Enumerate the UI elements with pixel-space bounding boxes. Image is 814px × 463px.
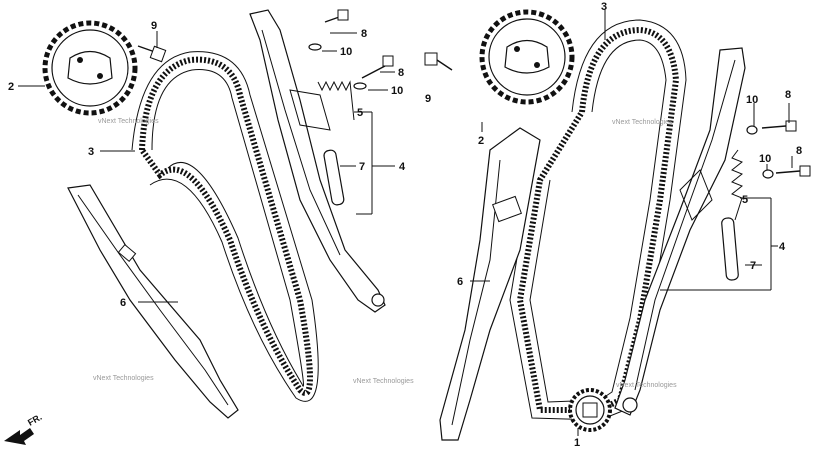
right-chain-guide	[439, 127, 541, 441]
watermark-1: vNext Technologies	[98, 118, 159, 125]
right-bolt-8-upper	[761, 120, 797, 132]
right-washer-10-upper	[746, 125, 758, 135]
label-5-left: 5	[357, 107, 363, 119]
right-crank-sprocket	[568, 388, 612, 432]
label-7-left: 7	[359, 161, 365, 173]
watermark-3: vNext Technologies	[353, 378, 414, 385]
right-bolt-9	[424, 52, 453, 71]
watermark-4: vNext Technologies	[612, 119, 673, 126]
label-6-left: 6	[120, 297, 126, 309]
label-10-left-upper: 10	[340, 46, 352, 58]
label-8-left-upper: 8	[361, 28, 367, 40]
front-marker: FR.	[26, 412, 44, 428]
label-9-right: 9	[425, 93, 431, 105]
label-2-left: 2	[8, 81, 14, 93]
label-4-left: 4	[399, 161, 406, 173]
front-arrow-icon	[4, 428, 34, 445]
label-8-right-upper: 8	[785, 89, 791, 101]
watermark-5: vNext Technologies	[616, 382, 677, 389]
right-cam-sprocket	[479, 9, 575, 105]
label-9-left: 9	[151, 20, 157, 32]
left-bolt-8-lower	[361, 55, 394, 79]
left-bolt-8-upper	[324, 9, 349, 23]
left-tensioner-arm	[249, 9, 386, 313]
left-cam-chain	[131, 51, 319, 402]
left-pin-7	[323, 149, 345, 206]
left-spring-5	[317, 80, 355, 121]
label-4-right: 4	[779, 241, 786, 253]
label-2-right: 2	[478, 135, 484, 147]
label-8-left-lower: 8	[398, 67, 404, 79]
label-3-left: 3	[88, 146, 94, 158]
right-pin-7	[721, 217, 739, 281]
left-leader-lines	[18, 31, 395, 303]
left-bolt-9	[137, 45, 167, 63]
left-washer-10-upper	[308, 43, 322, 51]
label-3-right: 3	[601, 1, 607, 13]
right-tensioner-arm	[614, 47, 746, 416]
label-5-right: 5	[742, 194, 748, 206]
left-cam-sprocket	[42, 20, 138, 116]
left-washer-10-lower	[353, 82, 367, 90]
label-8-right-lower: 8	[796, 145, 802, 157]
label-6-right: 6	[457, 276, 463, 288]
right-washer-10-lower	[762, 169, 774, 179]
right-bolt-8-lower	[775, 165, 811, 177]
watermark-2: vNext Technologies	[93, 375, 154, 382]
right-spring-5	[731, 149, 743, 221]
label-10-right-lower: 10	[759, 153, 771, 165]
right-leader-lines	[470, 10, 793, 436]
label-1-right: 1	[574, 437, 580, 449]
label-7-right: 7	[750, 260, 756, 272]
label-10-left-lower: 10	[391, 85, 403, 97]
label-10-right-upper: 10	[746, 94, 758, 106]
